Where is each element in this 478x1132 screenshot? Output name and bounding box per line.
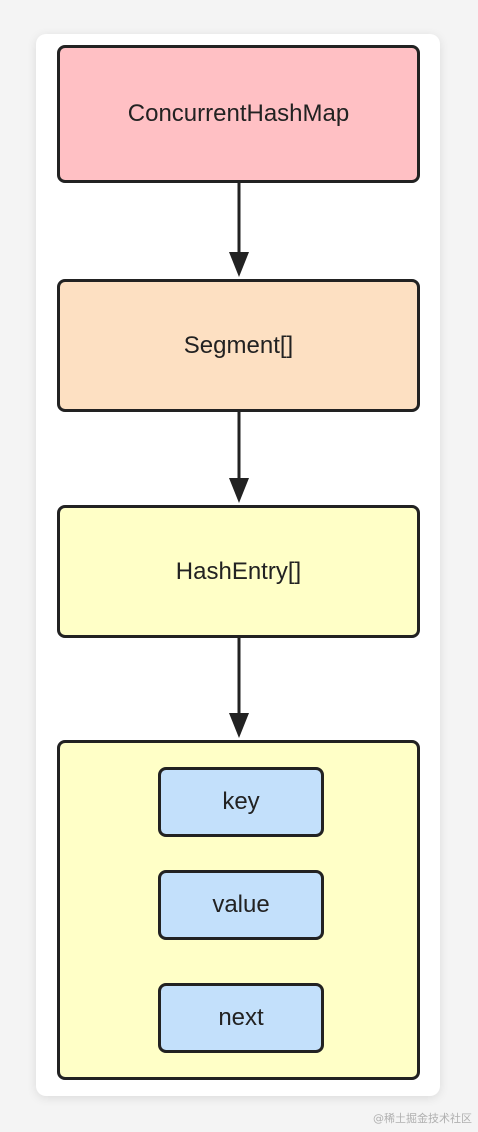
- next-field-label: next: [218, 1004, 264, 1031]
- concurrent-hash-map-label: ConcurrentHashMap: [127, 100, 350, 127]
- hash-entry-array-node: HashEntry[]: [57, 505, 420, 638]
- watermark: @稀土掘金技术社区: [373, 1112, 472, 1125]
- segment-array-label: Segment[]: [183, 331, 294, 359]
- hash-entry-node: key value next: [57, 740, 420, 1080]
- key-field: key: [158, 767, 324, 837]
- value-field-label: value: [212, 891, 270, 918]
- hash-entry-array-label: HashEntry[]: [175, 557, 302, 585]
- concurrent-hash-map-node: ConcurrentHashMap: [57, 45, 420, 183]
- segment-array-node: Segment[]: [57, 279, 420, 412]
- next-field: next: [158, 983, 324, 1053]
- value-field: value: [158, 870, 324, 940]
- key-field-label: key: [222, 788, 260, 815]
